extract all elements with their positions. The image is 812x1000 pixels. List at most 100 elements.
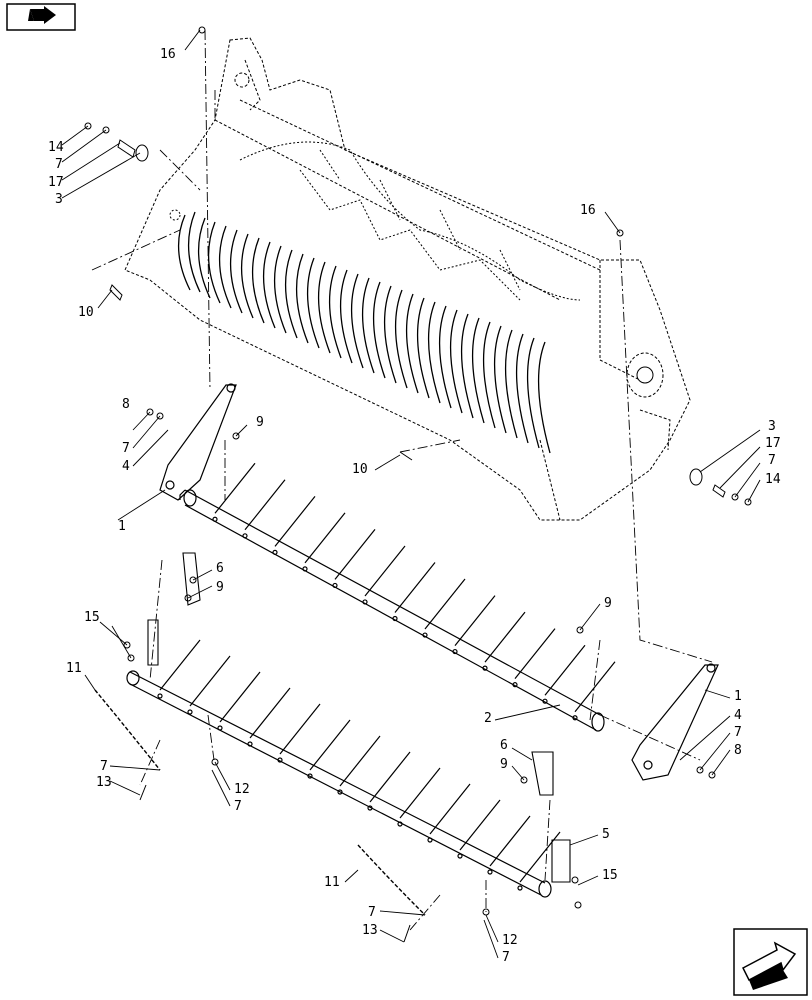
arm-right <box>631 663 719 781</box>
callout-14: 14 <box>765 472 781 487</box>
tine-hole <box>307 773 313 779</box>
callout-16: 16 <box>580 203 596 218</box>
arrow-right-icon <box>6 3 76 31</box>
callout-7: 7 <box>55 157 63 172</box>
tine-hole <box>272 549 278 555</box>
callout-4: 4 <box>122 459 130 474</box>
tine <box>364 545 406 597</box>
callout-7: 7 <box>122 441 130 456</box>
tine-hole <box>392 615 398 622</box>
callout-3: 3 <box>768 419 776 434</box>
tine-hole <box>332 582 338 589</box>
callout-9: 9 <box>256 415 264 430</box>
tine-hole <box>187 709 193 715</box>
callout-7: 7 <box>502 950 510 965</box>
tine <box>159 639 201 691</box>
tine <box>514 628 556 680</box>
callout-17: 17 <box>48 175 64 190</box>
tine-hole <box>487 869 493 875</box>
tine-hole <box>427 837 433 843</box>
leader-lines <box>61 29 761 959</box>
tine <box>219 671 261 723</box>
tine-hole <box>247 741 253 747</box>
callout-7: 7 <box>734 725 742 740</box>
callout-8: 8 <box>734 743 742 758</box>
next-page-button[interactable] <box>733 928 808 996</box>
tine <box>339 735 381 787</box>
callout-12: 12 <box>234 782 250 797</box>
tine-shaft-lower <box>126 670 552 898</box>
tine <box>334 529 376 580</box>
callout-5: 5 <box>602 827 610 842</box>
callout-6: 6 <box>500 738 508 753</box>
tine-hole <box>212 516 218 522</box>
tines-lower <box>157 639 561 891</box>
callout-11: 11 <box>324 875 340 890</box>
callout-11: 11 <box>66 661 82 676</box>
tine-hole <box>512 682 518 688</box>
tine-hole <box>397 821 403 827</box>
callout-1: 1 <box>118 519 126 534</box>
tine-hole <box>277 757 283 763</box>
tine <box>544 644 586 696</box>
chains <box>94 689 426 916</box>
prev-page-button[interactable] <box>6 3 76 31</box>
tine-hole <box>337 789 343 795</box>
callout-10: 10 <box>78 305 94 320</box>
tine-hole <box>482 665 488 671</box>
tine-hole <box>217 725 223 731</box>
callout-7: 7 <box>368 905 376 920</box>
tine-shaft-upper <box>179 489 605 732</box>
callout-16: 16 <box>160 47 176 62</box>
callouts: 16 14 7 17 3 16 10 8 7 4 9 10 3 17 7 14 … <box>48 47 781 965</box>
tine <box>429 783 471 835</box>
tine <box>459 799 501 851</box>
callout-6: 6 <box>216 561 224 576</box>
hardware <box>84 26 752 943</box>
callout-17: 17 <box>765 436 781 451</box>
arrow-next-page-icon <box>733 928 808 996</box>
callout-15: 15 <box>84 610 100 625</box>
tine <box>484 611 526 663</box>
tine <box>424 578 466 630</box>
callout-13: 13 <box>362 923 378 938</box>
tine-hole <box>367 805 373 811</box>
tine-hole <box>302 566 308 572</box>
tine <box>369 751 411 803</box>
callout-7: 7 <box>768 453 776 468</box>
tine <box>399 767 441 819</box>
callout-7: 7 <box>234 799 242 814</box>
tine <box>189 655 231 707</box>
callout-3: 3 <box>55 192 63 207</box>
tine-hole <box>457 853 463 859</box>
tine <box>249 687 291 739</box>
rotor-knives <box>239 141 581 301</box>
tine-hole <box>242 533 248 539</box>
tine <box>394 562 436 613</box>
callout-2: 2 <box>484 711 492 726</box>
callout-15: 15 <box>602 868 618 883</box>
tine-hole <box>157 693 163 699</box>
brackets <box>147 552 571 883</box>
callout-9: 9 <box>216 580 224 595</box>
tine <box>279 703 321 755</box>
tine <box>244 479 286 531</box>
callout-8: 8 <box>122 397 130 412</box>
callout-9: 9 <box>604 596 612 611</box>
rotor-discs <box>177 211 551 454</box>
callout-7: 7 <box>100 759 108 774</box>
tine <box>454 595 496 646</box>
tine-hole <box>422 632 428 638</box>
tine-hole <box>517 885 523 891</box>
tine <box>214 462 256 514</box>
tine-hole <box>452 648 458 655</box>
tine-hole <box>572 715 578 721</box>
callout-10: 10 <box>352 462 368 477</box>
rotor-housing <box>124 37 691 521</box>
tine <box>304 512 346 564</box>
tine-hole <box>362 599 368 605</box>
callout-12: 12 <box>502 933 518 948</box>
callout-9: 9 <box>500 757 508 772</box>
callout-1: 1 <box>734 689 742 704</box>
